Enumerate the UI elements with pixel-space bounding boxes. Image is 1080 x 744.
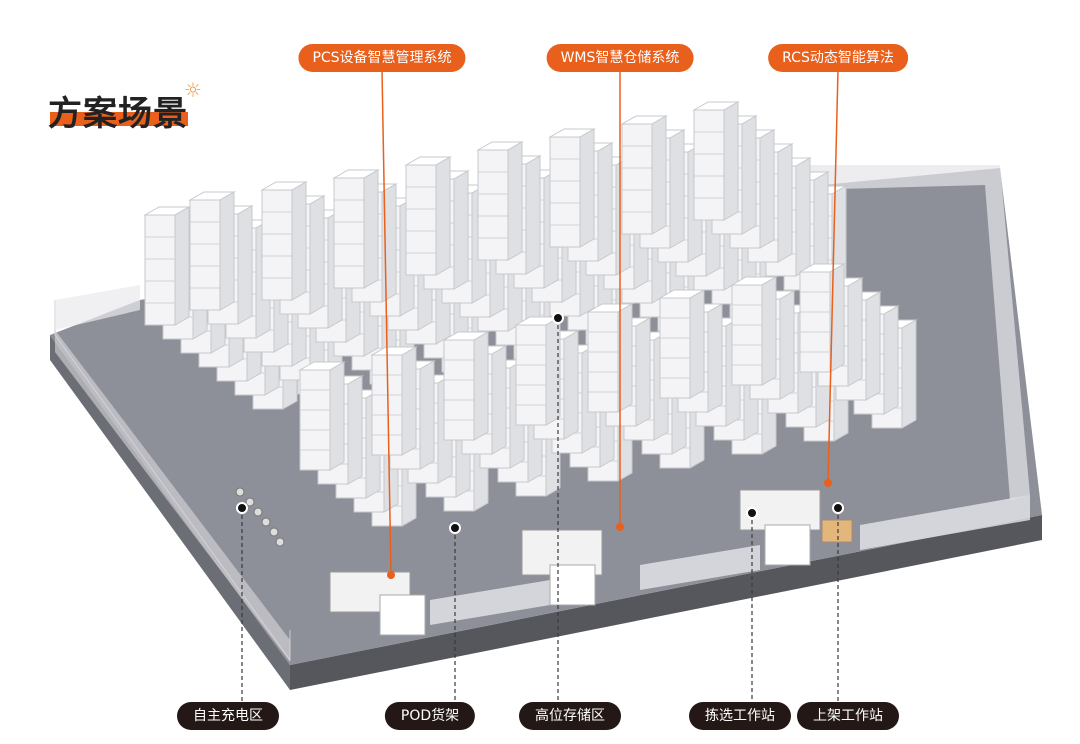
callout-rcs: RCS动态智能算法 bbox=[768, 44, 908, 72]
callout-pcs: PCS设备智慧管理系统 bbox=[298, 44, 466, 72]
workstations bbox=[235, 487, 853, 636]
rack-unit bbox=[260, 181, 308, 301]
page-title: 方案场景 bbox=[48, 94, 188, 134]
rack-unit bbox=[692, 101, 740, 221]
callout-leader-lines bbox=[236, 69, 844, 702]
rack-unit bbox=[620, 115, 668, 235]
rack-unit bbox=[476, 141, 524, 261]
rack-unit bbox=[370, 346, 418, 456]
rack-unit bbox=[586, 303, 634, 413]
label-charging-area: 自主充电区 bbox=[177, 702, 279, 730]
rack-unit bbox=[143, 206, 191, 326]
rack-unit bbox=[188, 191, 236, 311]
rack-unit bbox=[798, 263, 846, 373]
rack-unit bbox=[730, 276, 778, 386]
rack-unit bbox=[404, 156, 452, 276]
label-picking-station: 拣选工作站 bbox=[689, 702, 791, 730]
rack-unit bbox=[514, 316, 562, 426]
rack-unit bbox=[332, 169, 380, 289]
label-pod-shelf: POD货架 bbox=[384, 702, 476, 730]
sun-icon: ☼ bbox=[184, 78, 202, 102]
callout-wms: WMS智慧仓储系统 bbox=[546, 44, 694, 72]
rack-unit bbox=[442, 331, 490, 441]
label-high-storage: 高位存储区 bbox=[519, 702, 621, 730]
title-underline bbox=[50, 112, 188, 126]
rack-unit bbox=[658, 289, 706, 399]
label-shelving-station: 上架工作站 bbox=[797, 702, 899, 730]
rack-unit bbox=[298, 361, 346, 471]
storage-racks bbox=[143, 101, 918, 527]
rack-unit bbox=[548, 128, 596, 248]
